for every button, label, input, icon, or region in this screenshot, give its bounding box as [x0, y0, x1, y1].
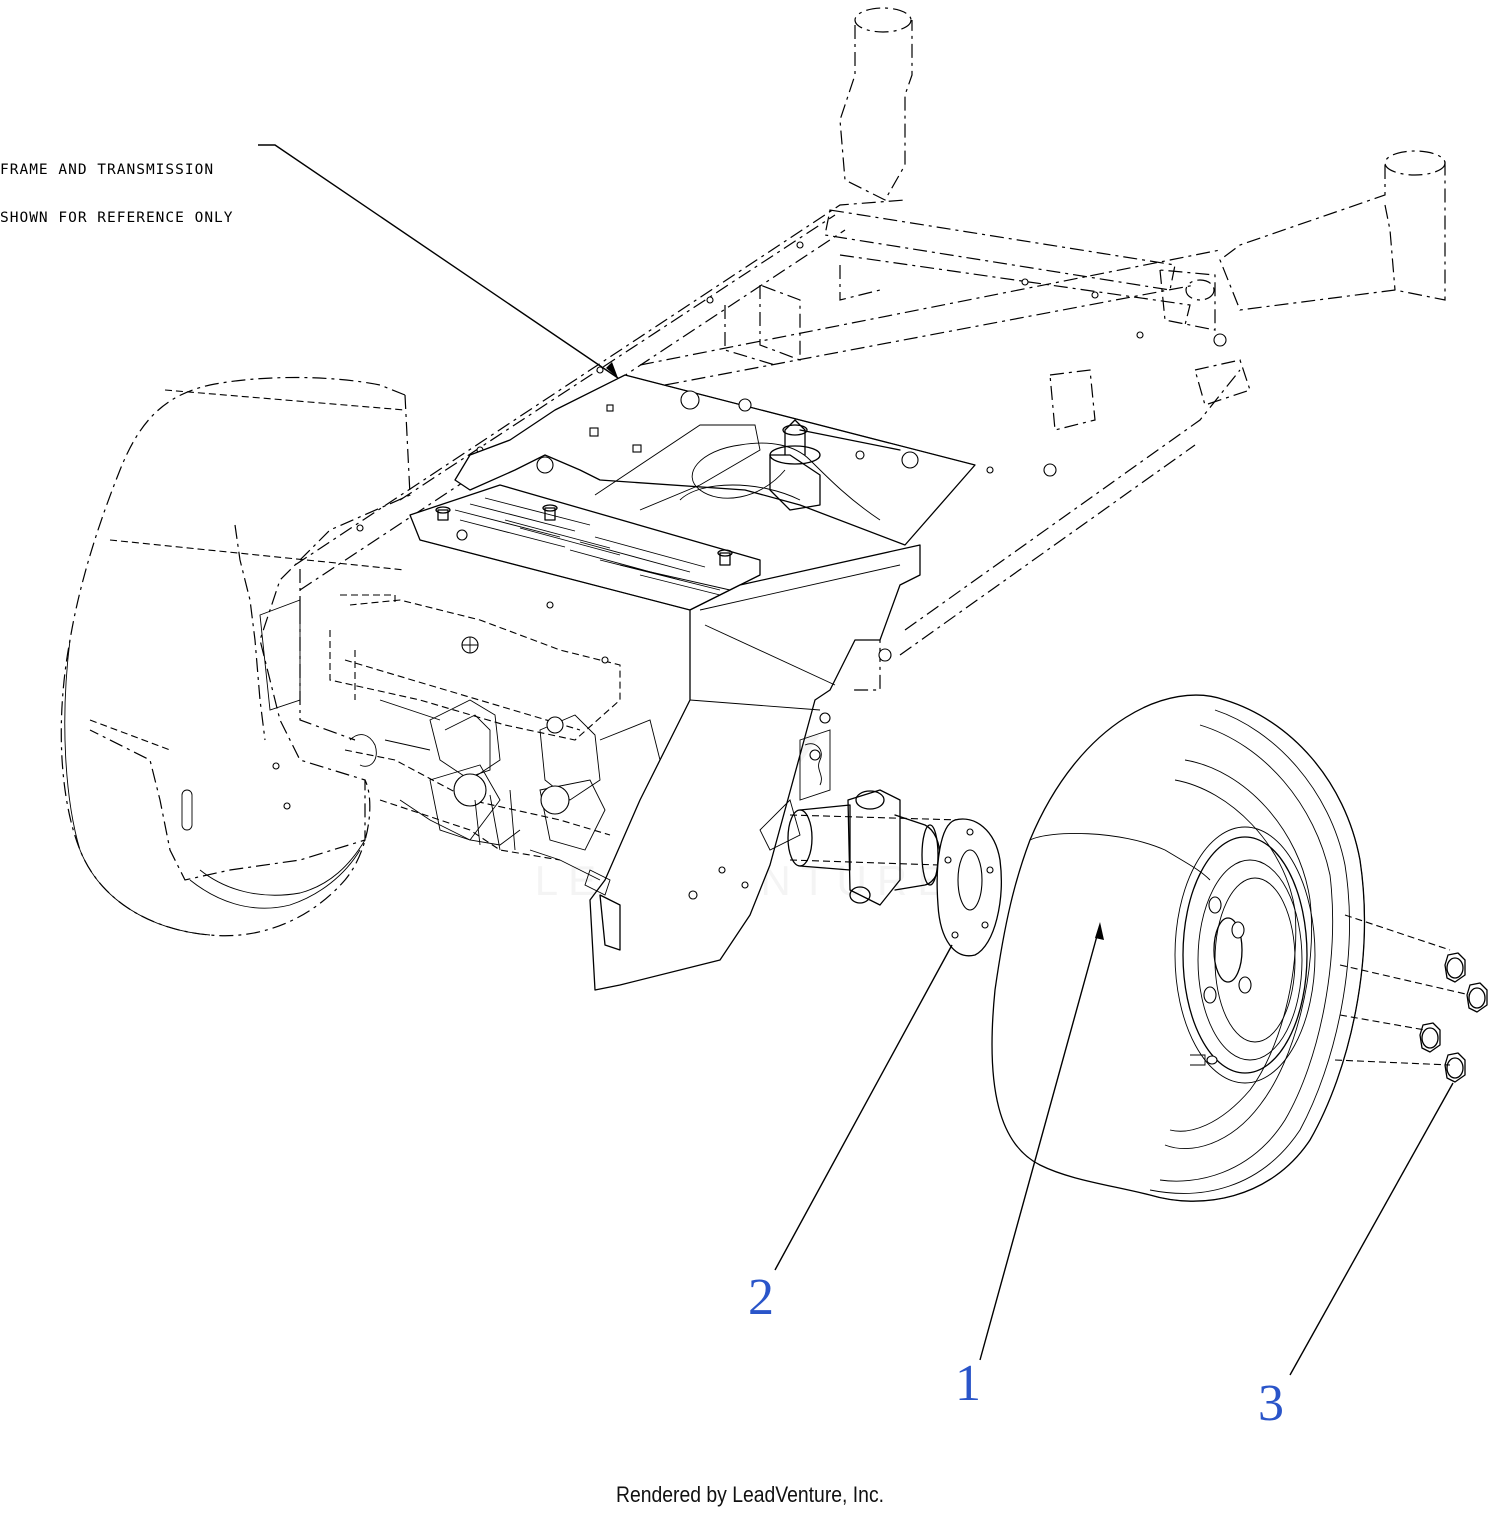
callout-3[interactable]: 3: [1258, 1375, 1284, 1432]
deck-plate: [454, 374, 976, 546]
left-wheel-reference: [60, 376, 411, 937]
callout-1[interactable]: 1: [955, 1355, 981, 1412]
transmission-mount: [329, 544, 921, 991]
axle-spring: [759, 729, 831, 851]
transmission-internals: [349, 699, 661, 896]
lug-nut-2: [1466, 982, 1488, 1013]
lug-nut-3: [1419, 1022, 1441, 1053]
lug-nuts: [1334, 914, 1488, 1083]
wheel-hub: [787, 789, 961, 906]
reference-note: FRAME AND TRANSMISSION SHOWN FOR REFEREN…: [0, 130, 234, 242]
reference-note-line2: SHOWN FOR REFERENCE ONLY: [0, 210, 234, 226]
reference-note-line1: FRAME AND TRANSMISSION: [0, 162, 215, 178]
footer-credit: Rendered by LeadVenture, Inc.: [615, 1482, 885, 1507]
leader-lines: [258, 144, 1454, 1376]
callout-2[interactable]: 2: [748, 1269, 774, 1326]
adapter-plate: [936, 818, 1002, 957]
frame-reference: [294, 7, 1446, 741]
lug-nut-4: [1444, 1052, 1466, 1083]
rear-wheel: [991, 694, 1365, 1202]
lug-nut-1: [1444, 952, 1466, 983]
